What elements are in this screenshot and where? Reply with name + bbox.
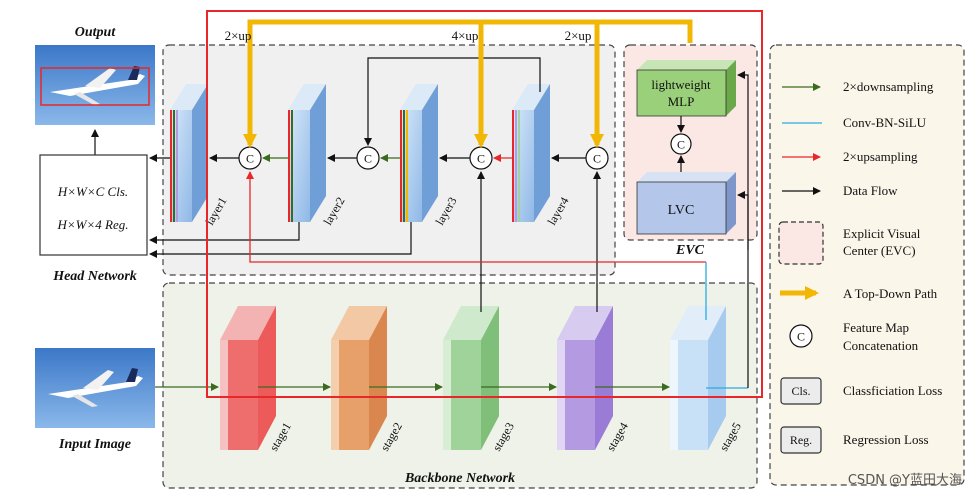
watermark: CSDN @Y蓝田大海 — [848, 473, 962, 488]
svg-text:Data Flow: Data Flow — [843, 183, 898, 198]
evc-concat: C — [670, 133, 692, 155]
head-network-box — [39, 154, 148, 256]
legend-topdown: A Top-Down Path — [780, 286, 938, 301]
up-label-middle: 4×up — [452, 28, 479, 43]
stage3-block — [443, 306, 499, 450]
legend-downsampling: 2×downsampling — [782, 79, 934, 94]
svg-text:C: C — [593, 152, 601, 166]
svg-text:Classficiation Loss: Classficiation Loss — [843, 383, 942, 398]
up-label-right: 2×up — [565, 28, 592, 43]
lvc-block — [636, 172, 736, 235]
svg-text:Regression Loss: Regression Loss — [843, 432, 929, 447]
mlp-label-line1: lightweight — [651, 77, 711, 92]
concat-1: C — [238, 146, 262, 170]
legend-evc: Explicit Visual Center (EVC) — [778, 221, 921, 265]
highlight-box — [206, 10, 763, 398]
svg-text:C: C — [246, 152, 254, 166]
legend-region — [769, 44, 965, 486]
input-image-title: Input Image — [58, 437, 131, 452]
legend-concat: C Feature Map Concatenation — [789, 320, 919, 353]
layer2-block — [288, 84, 326, 222]
legend-conv: Conv-BN-SiLU — [782, 115, 927, 130]
input-image — [35, 348, 155, 428]
output-image — [35, 45, 155, 125]
concat-3: C — [469, 146, 493, 170]
svg-text:Conv-BN-SiLU: Conv-BN-SiLU — [843, 115, 927, 130]
svg-text:C: C — [364, 152, 372, 166]
lightweight-mlp-block — [636, 60, 736, 117]
evc-title: EVC — [675, 243, 705, 258]
legend-dataflow: Data Flow — [782, 183, 898, 198]
svg-text:Cls.: Cls. — [791, 384, 810, 398]
layer1-block — [170, 84, 208, 222]
svg-text:Feature Map: Feature Map — [843, 320, 909, 335]
stage2-block — [331, 306, 387, 450]
stage5-block — [670, 306, 726, 450]
stage1-block — [220, 306, 276, 450]
svg-text:C: C — [797, 330, 805, 344]
svg-text:A Top-Down Path: A Top-Down Path — [843, 286, 938, 301]
svg-text:2×upsampling: 2×upsampling — [843, 149, 918, 164]
head-network-title: Head Network — [52, 269, 137, 284]
head-reg-line: H×W×4 Reg. — [57, 217, 129, 232]
svg-text:Reg.: Reg. — [790, 433, 812, 447]
svg-text:C: C — [677, 138, 685, 152]
backbone-title: Backbone Network — [404, 471, 515, 486]
concat-4: C — [585, 146, 609, 170]
mlp-label-line2: MLP — [668, 94, 695, 109]
svg-text:2×downsampling: 2×downsampling — [843, 79, 934, 94]
svg-text:Center (EVC): Center (EVC) — [843, 243, 916, 258]
neck-region — [162, 44, 616, 276]
svg-text:Explicit Visual: Explicit Visual — [843, 226, 921, 241]
concat-2: C — [356, 146, 380, 170]
lvc-label: LVC — [668, 203, 695, 218]
stage4-block — [557, 306, 613, 450]
head-cls-line: H×W×C Cls. — [57, 184, 128, 199]
svg-text:Concatenation: Concatenation — [843, 338, 919, 353]
up-label-left: 2×up — [225, 28, 252, 43]
layer4-block — [512, 84, 550, 222]
legend-reg: Reg. Regression Loss — [780, 426, 929, 454]
topdown-path-main — [243, 19, 693, 148]
svg-text:C: C — [477, 152, 485, 166]
legend-cls: Cls. Classficiation Loss — [780, 377, 942, 405]
detection-box — [40, 67, 150, 106]
output-title: Output — [75, 25, 117, 40]
layer3-block — [400, 84, 438, 222]
legend-upsampling: 2×upsampling — [782, 149, 918, 164]
